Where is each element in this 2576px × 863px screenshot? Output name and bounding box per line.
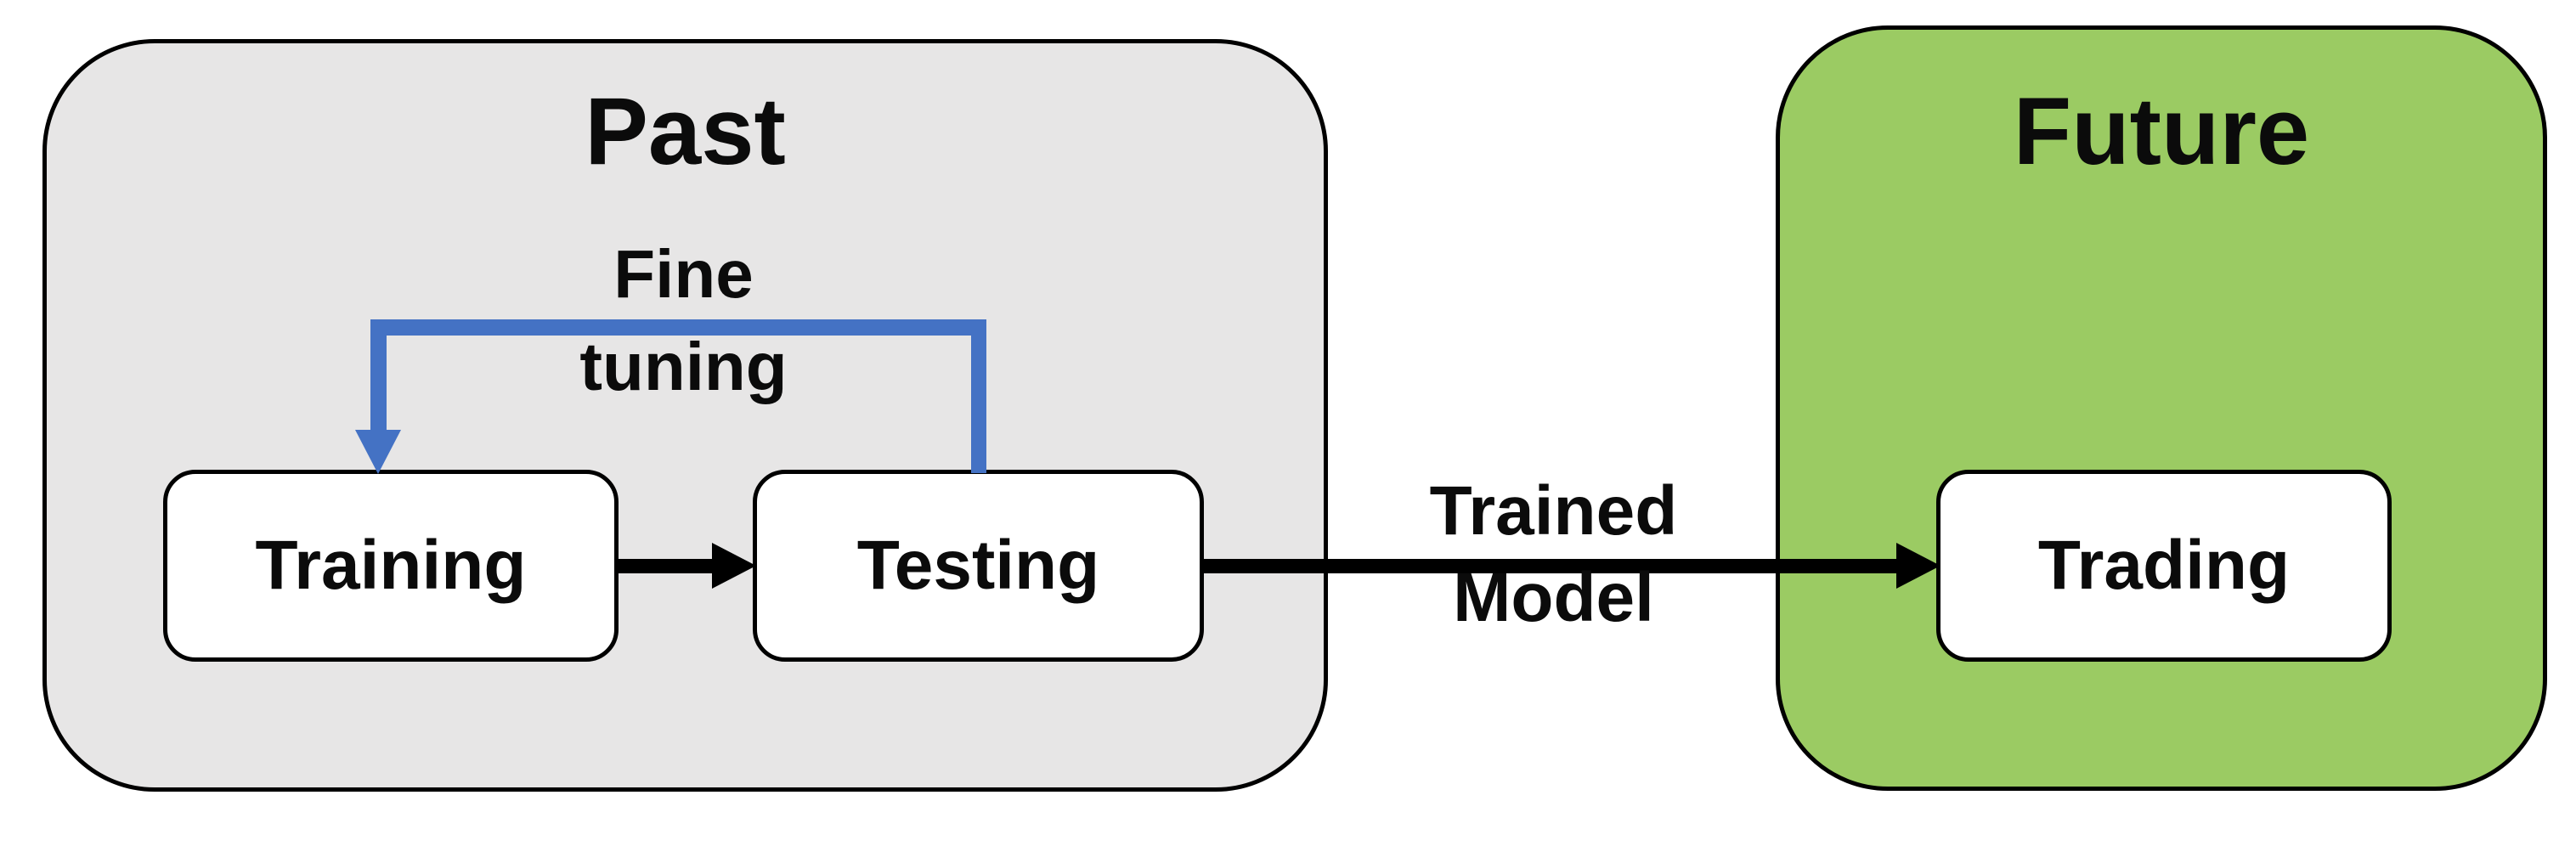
- fine-tuning-arrow-right-vertical-segment: [971, 319, 986, 473]
- fine-tuning-arrow-horizontal-segment: [370, 319, 986, 336]
- fine-tuning-label-line1: Fine: [613, 236, 754, 312]
- training-node: Training: [163, 470, 619, 662]
- training-to-testing-arrowhead-icon: [712, 543, 756, 589]
- past-container: Past: [42, 39, 1328, 792]
- testing-node: Testing: [753, 470, 1204, 662]
- trained-model-label: Trained Model: [1331, 468, 1776, 641]
- training-to-testing-arrow-shaft: [617, 559, 714, 573]
- testing-node-label: Testing: [856, 527, 1100, 604]
- fine-tuning-label-line2: tuning: [579, 329, 788, 404]
- training-node-label: Training: [255, 527, 527, 604]
- trained-model-label-line2: Model: [1453, 559, 1654, 636]
- testing-to-trading-arrow-shaft: [1202, 559, 1898, 573]
- trading-node-label: Trading: [2037, 527, 2291, 604]
- fine-tuning-arrowhead-icon: [355, 430, 401, 474]
- trained-model-label-line1: Trained: [1429, 472, 1678, 550]
- testing-to-trading-arrowhead-icon: [1896, 543, 1940, 589]
- future-title: Future: [2013, 78, 2310, 184]
- past-title: Past: [585, 78, 786, 184]
- trading-node: Trading: [1936, 470, 2392, 662]
- future-container: Future: [1776, 25, 2547, 791]
- fine-tuning-arrow-left-vertical-segment: [370, 319, 387, 432]
